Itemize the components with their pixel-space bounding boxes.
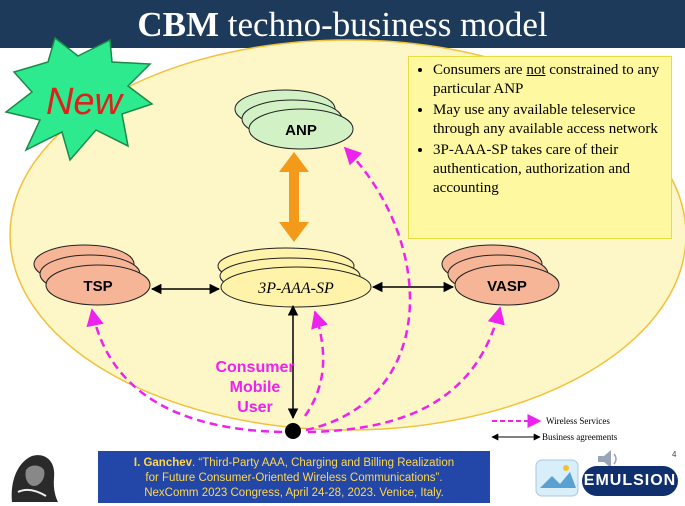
svg-text:User: User <box>237 399 273 416</box>
bullet-3: 3P-AAA-SP takes care of their authentica… <box>433 141 665 198</box>
info-box: Consumers are not constrained to any par… <box>408 56 672 239</box>
bullet-1: Consumers are not constrained to any par… <box>433 61 665 99</box>
emulsion-logo: EMULSION <box>582 466 678 496</box>
wireless-links <box>86 146 505 434</box>
wireless-user-anp <box>305 146 412 432</box>
slide-title: CBM techno-business model <box>137 5 548 44</box>
anp-node: ANP <box>234 89 354 150</box>
vasp-label: VASP <box>487 278 527 295</box>
page-number: 4 <box>672 450 677 459</box>
consumer-dot <box>285 423 301 439</box>
new-starburst: New <box>4 36 154 162</box>
svg-text:Consumer: Consumer <box>215 359 294 376</box>
citation-footer: I. Ganchev. “Third-Party AAA, Charging a… <box>98 451 490 503</box>
legend-business: Business agreements <box>542 432 618 442</box>
anp-aaa-link <box>279 152 309 242</box>
vasp-node: VASP <box>441 244 560 306</box>
aaa-node: 3P-AAA-SP <box>217 247 372 308</box>
wireless-user-aaa <box>303 310 328 417</box>
bullet-2: May use any available teleservice throug… <box>433 101 665 139</box>
speaker-icon[interactable] <box>598 450 617 468</box>
svg-text:Mobile: Mobile <box>230 379 281 396</box>
globe-thumbnail-icon <box>535 459 579 497</box>
new-label: New <box>46 81 125 123</box>
aaa-label: 3P-AAA-SP <box>257 280 334 297</box>
consumer-label: Consumer Mobile User <box>215 359 294 416</box>
anp-label: ANP <box>285 122 317 139</box>
portrait-icon <box>3 446 59 503</box>
tsp-node: TSP <box>33 244 151 306</box>
wireless-user-tsp <box>86 308 283 434</box>
wireless-user-vasp <box>307 306 505 434</box>
tsp-label: TSP <box>83 278 112 295</box>
legend-wireless: Wireless Services <box>546 416 610 426</box>
legend: Wireless Services Business agreements <box>491 414 618 442</box>
